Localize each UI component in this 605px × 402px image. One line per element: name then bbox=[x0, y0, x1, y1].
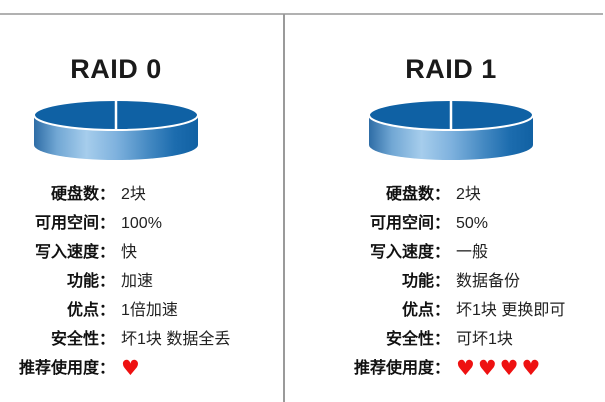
panel-divider-line bbox=[283, 14, 285, 402]
spec-label: 功能： bbox=[401, 273, 450, 290]
spec-label: 写入速度： bbox=[369, 244, 450, 261]
spec-label: 优点： bbox=[66, 302, 115, 319]
raid0-spec-table: 硬盘数： 2块 可用空间： 100% 写入速度： 快 功能： 加速 优点： bbox=[5, 180, 231, 383]
spec-row-disks: 硬盘数： 2块 bbox=[340, 180, 562, 209]
spec-value: 100% bbox=[121, 215, 162, 232]
spec-row-space: 可用空间： 50% bbox=[340, 209, 562, 238]
spec-label: 可用空间： bbox=[369, 215, 450, 232]
spec-label: 安全性： bbox=[50, 331, 115, 348]
spec-row-space: 可用空间： 100% bbox=[5, 209, 227, 238]
spec-row-safety: 安全性： 坏1块 数据全丢 bbox=[5, 325, 231, 354]
spec-value: 2块 bbox=[121, 186, 146, 203]
top-horizontal-rule bbox=[0, 13, 603, 15]
spec-value: 数据备份 bbox=[456, 273, 521, 290]
heart-rating: ♥ bbox=[121, 356, 143, 380]
spec-label: 推荐使用度： bbox=[18, 360, 115, 377]
raid1-disk-illustration bbox=[368, 99, 534, 160]
spec-label: 安全性： bbox=[385, 331, 450, 348]
spec-value: 一般 bbox=[456, 244, 489, 261]
spec-row-safety: 安全性： 可坏1块 bbox=[340, 325, 562, 354]
spec-row-speed: 写入速度： 一般 bbox=[340, 238, 562, 267]
spec-value: 50% bbox=[456, 215, 489, 232]
spec-value: 加速 bbox=[121, 273, 154, 290]
spec-label: 硬盘数： bbox=[385, 186, 450, 203]
spec-row-recommend: 推荐使用度： ♥♥♥♥ bbox=[340, 354, 562, 383]
spec-label: 推荐使用度： bbox=[353, 360, 450, 377]
raid1-spec-table: 硬盘数： 2块 可用空间： 50% 写入速度： 一般 功能： 数据备份 优点： bbox=[340, 180, 566, 383]
spec-row-advantage: 优点： 坏1块 更换即可 bbox=[340, 296, 566, 325]
spec-label: 功能： bbox=[66, 273, 115, 290]
spec-row-function: 功能： 加速 bbox=[5, 267, 227, 296]
spec-label: 硬盘数： bbox=[50, 186, 115, 203]
spec-value: 坏1块 数据全丢 bbox=[121, 331, 231, 348]
spec-value: 1倍加速 bbox=[121, 302, 178, 319]
spec-value: 坏1块 更换即可 bbox=[456, 302, 566, 319]
spec-label: 写入速度： bbox=[34, 244, 115, 261]
raid1-title: RAID 1 bbox=[405, 54, 497, 84]
raid0-disk-illustration bbox=[33, 99, 199, 160]
spec-value: 可坏1块 bbox=[456, 331, 513, 348]
spec-label: 优点： bbox=[401, 302, 450, 319]
spec-row-advantage: 优点： 1倍加速 bbox=[5, 296, 227, 325]
raid0-title: RAID 0 bbox=[70, 54, 162, 84]
spec-row-recommend: 推荐使用度： ♥ bbox=[5, 354, 227, 383]
spec-label: 可用空间： bbox=[34, 215, 115, 232]
spec-row-speed: 写入速度： 快 bbox=[5, 238, 227, 267]
heart-rating: ♥♥♥♥ bbox=[456, 356, 544, 380]
spec-row-disks: 硬盘数： 2块 bbox=[5, 180, 227, 209]
raid0-panel: RAID 0 硬盘数： 2块 可用空间： 100% 写入速度： 快 bbox=[0, 13, 283, 402]
spec-value: 2块 bbox=[456, 186, 481, 203]
spec-row-function: 功能： 数据备份 bbox=[340, 267, 562, 296]
spec-value: 快 bbox=[121, 244, 138, 261]
raid1-panel: RAID 1 硬盘数： 2块 可用空间： 50% 写入速度： 一般 bbox=[285, 13, 605, 402]
